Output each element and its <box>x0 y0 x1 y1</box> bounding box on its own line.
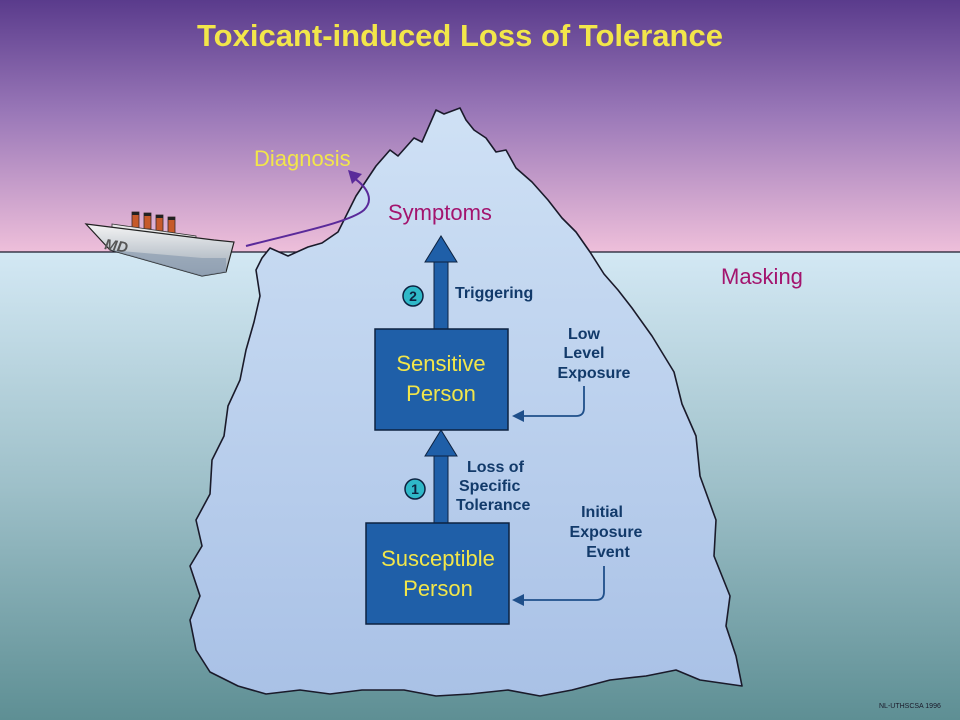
sensitive-person-box <box>374 328 509 431</box>
susceptible-person-line-1: Susceptible <box>381 546 495 571</box>
sensitive-person-line-1: Sensitive <box>396 351 485 376</box>
low-exposure-line-3: Exposure <box>558 365 631 382</box>
low-exposure-arrow <box>520 386 585 417</box>
sensitive-person-line-2: Person <box>406 381 476 406</box>
susceptible-person-box <box>365 522 510 625</box>
triggering-arrowhead <box>424 235 458 263</box>
initial-exposure-line-1: Initial <box>581 504 623 521</box>
loss-arrow-shaft <box>433 451 449 525</box>
ship-name: MD <box>103 236 129 256</box>
ship-underwater-hull <box>110 250 226 276</box>
stage-1-number: 1 <box>411 481 419 497</box>
triggering-label: Triggering <box>455 285 533 302</box>
symptoms-label: Symptoms <box>388 200 492 225</box>
loss-label-line-3: Tolerance <box>456 497 531 514</box>
diagnosis-label: Diagnosis <box>254 146 351 171</box>
diagnosis-arrowhead <box>348 170 362 184</box>
diagnosis-arrow <box>245 177 370 247</box>
stage-2-badge <box>402 285 424 307</box>
low-exposure-line-2: Level <box>564 345 605 362</box>
credit-text: NL-UTHSCSA 1996 <box>879 703 941 710</box>
initial-exposure-line-3: Event <box>586 544 630 561</box>
loss-arrowhead <box>424 429 458 457</box>
diagram-title: Toxicant-induced Loss of Tolerance <box>197 18 723 53</box>
initial-exposure-line-2: Exposure <box>570 524 643 541</box>
initial-exposure-arrow <box>520 566 605 601</box>
low-exposure-arrowhead <box>512 410 524 422</box>
susceptible-person-line-2: Person <box>403 576 473 601</box>
stage-1-badge <box>404 478 426 500</box>
loss-label-line-2: Specific <box>459 478 520 495</box>
ship: MD <box>84 211 235 277</box>
low-exposure-line-1: Low <box>568 326 601 343</box>
initial-exposure-arrowhead <box>512 594 524 606</box>
loss-label-line-1: Loss of <box>467 459 525 476</box>
triggering-arrow-shaft <box>433 257 449 331</box>
stage-2-number: 2 <box>409 288 417 304</box>
masking-label: Masking <box>721 264 803 289</box>
